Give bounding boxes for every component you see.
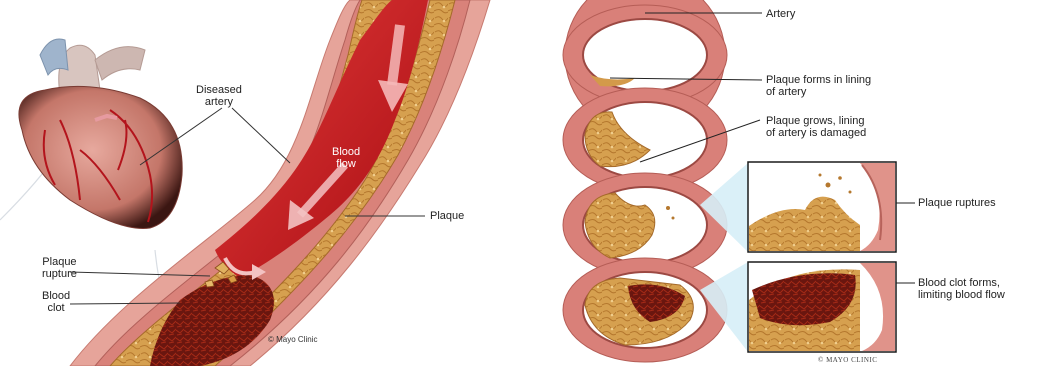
- label-plaque-rupture: Plaque rupture: [42, 256, 77, 280]
- detail-inset-blood-clot: [748, 262, 896, 352]
- cross-section-4: [563, 258, 727, 362]
- label-plaque-forms: Plaque forms in lining of artery: [766, 74, 871, 98]
- credit-right: © MAYO CLINIC: [818, 356, 877, 364]
- detail-inset-plaque-ruptures: [748, 162, 896, 252]
- label-blood-clot-forms: Blood clot forms, limiting blood flow: [918, 277, 1005, 301]
- label-plaque-ruptures: Plaque ruptures: [918, 197, 996, 209]
- cross-section-stages: [563, 0, 727, 362]
- credit-left: © Mayo Clinic: [268, 335, 317, 344]
- label-artery: Artery: [766, 8, 795, 20]
- label-blood-flow: Blood flow: [332, 146, 360, 170]
- label-blood-clot: Blood clot: [42, 290, 70, 314]
- label-diseased-artery: Diseased artery: [196, 84, 242, 108]
- label-plaque: Plaque: [430, 210, 464, 222]
- label-plaque-grows: Plaque grows, lining of artery is damage…: [766, 115, 866, 139]
